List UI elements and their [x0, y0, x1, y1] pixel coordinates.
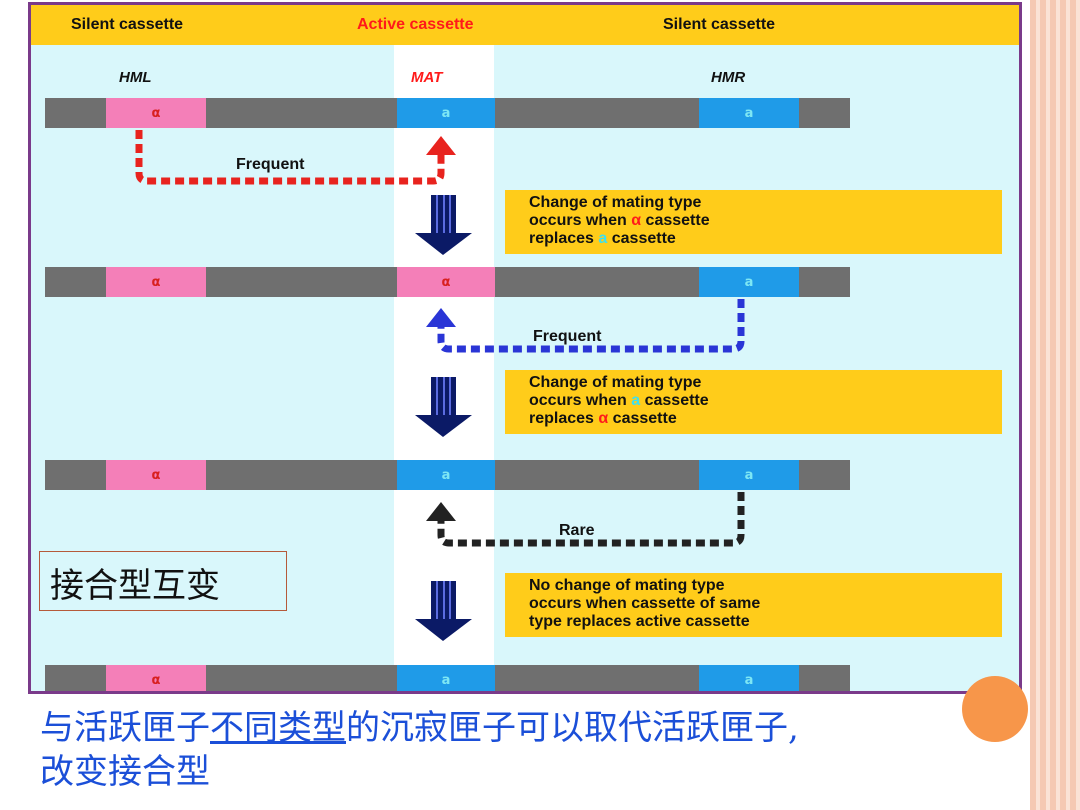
note-line: Change of mating type — [529, 194, 702, 211]
note-line: type replaces active cassette — [529, 613, 750, 630]
locus-label-mat: MAT — [411, 69, 443, 86]
header-active: Active cassette — [357, 16, 474, 33]
hmr-cassette: a — [699, 460, 799, 490]
chromosome-row-2: α α a — [45, 267, 850, 297]
note-no-change: No change of mating type occurs when cas… — [505, 573, 1002, 637]
note-alpha-replaces-a: Change of mating type occurs when α cass… — [505, 190, 1002, 254]
transition-arrows: Frequent Frequent Rare — [135, 130, 745, 641]
transition-label-3: Rare — [559, 522, 595, 539]
hml-cassette: α — [106, 98, 206, 128]
hml-cassette: α — [106, 460, 206, 490]
caption-line-1: 与活跃匣子不同类型的沉寂匣子可以取代活跃匣子, — [40, 708, 799, 748]
note-line: Change of mating type — [529, 374, 702, 391]
hmr-cassette: a — [699, 98, 799, 128]
arrowhead-up-icon — [426, 502, 456, 521]
decorative-circle — [962, 676, 1028, 742]
caption-line-2: 改变接合型 — [40, 752, 210, 792]
mat-cassette: a — [397, 665, 495, 691]
arrowhead-up-icon — [426, 136, 456, 155]
slide-caption: 与活跃匣子不同类型的沉寂匣子可以取代活跃匣子, 改变接合型 — [40, 706, 1000, 794]
down-arrow-icon — [415, 377, 472, 437]
hmr-cassette: a — [699, 267, 799, 297]
hml-cassette: α — [106, 665, 206, 691]
note-line: occurs when α cassette — [529, 212, 710, 229]
down-arrow-icon — [415, 195, 472, 255]
chromosome-row-3: α a a — [45, 460, 850, 490]
chromosome-row-1: α a a — [45, 98, 850, 128]
mat-cassette: a — [397, 460, 495, 490]
header-silent-left: Silent cassette — [71, 16, 184, 33]
mating-type-switch-figure: Silent cassette Active cassette Silent c… — [28, 2, 1022, 694]
cassette-header: Silent cassette Active cassette Silent c… — [31, 5, 1019, 45]
transition-path-3 — [437, 492, 745, 547]
chromosome-row-4: α a a — [45, 665, 850, 691]
mat-cassette: α — [397, 267, 495, 297]
transition-path-1 — [135, 130, 445, 185]
hml-cassette: α — [106, 267, 206, 297]
locus-label-hml: HML — [119, 69, 152, 86]
arrowhead-up-icon — [426, 308, 456, 327]
hmr-cassette: a — [699, 665, 799, 691]
locus-label-hmr: HMR — [711, 69, 746, 86]
transition-path-2 — [437, 299, 745, 353]
header-silent-right: Silent cassette — [663, 16, 776, 33]
note-line: occurs when cassette of same — [529, 595, 761, 612]
note-line: No change of mating type — [529, 577, 725, 594]
mat-cassette: a — [397, 98, 495, 128]
slide-decoration-stripes — [1030, 0, 1080, 810]
transition-label-2: Frequent — [533, 328, 602, 345]
caption-underlined-term: 不同类型 — [210, 708, 346, 748]
note-line: replaces α cassette — [529, 410, 677, 427]
note-line: occurs when a cassette — [529, 392, 709, 409]
mating-type-switch-label: 接合型互变 — [39, 551, 287, 611]
transition-label-1: Frequent — [236, 156, 305, 173]
down-arrow-icon — [415, 581, 472, 641]
note-a-replaces-alpha: Change of mating type occurs when a cass… — [505, 370, 1002, 434]
note-line: replaces a cassette — [529, 230, 676, 247]
